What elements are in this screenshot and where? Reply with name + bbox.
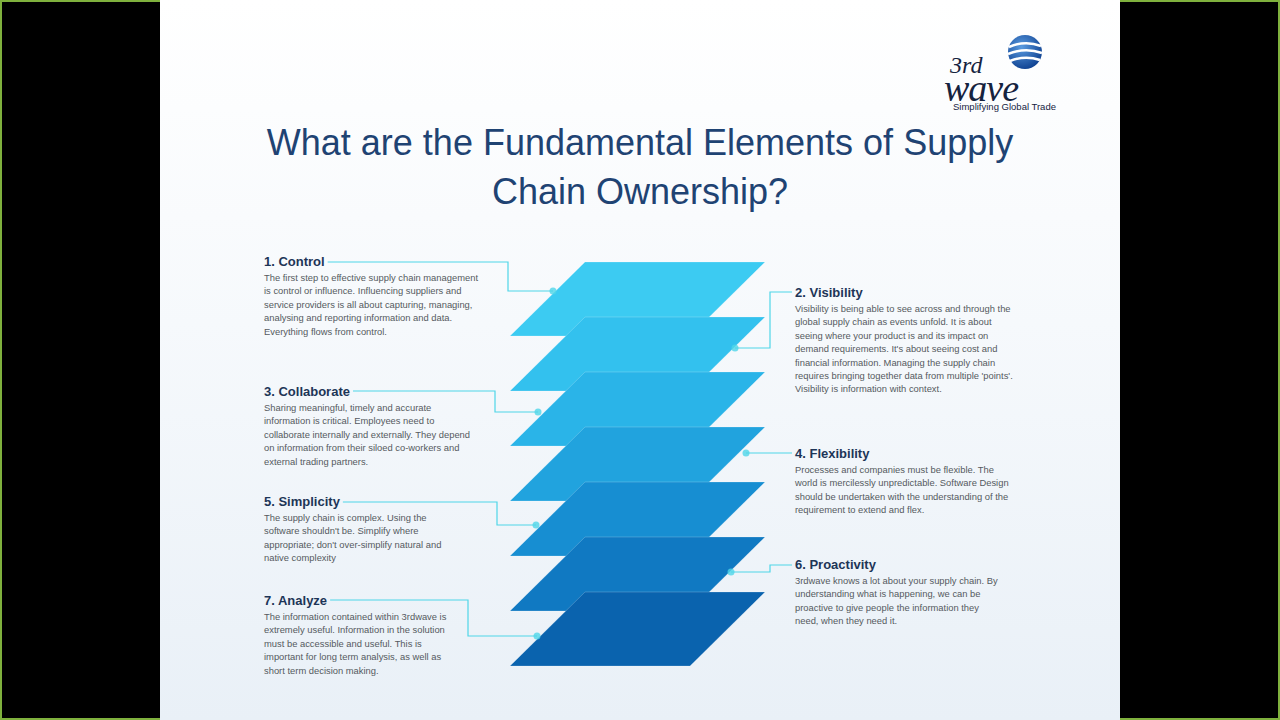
leader-dot: [728, 569, 735, 576]
logo-tagline: Simplifying Global Trade: [953, 101, 1056, 112]
element-description: The first step to effective supply chain…: [264, 271, 479, 338]
leader-dot: [550, 288, 557, 295]
element-heading: 6. Proactivity: [795, 557, 876, 572]
leader-dot: [743, 450, 750, 457]
stack-layer: [510, 592, 765, 666]
element-heading: 4. Flexibility: [795, 446, 869, 461]
slide-title: What are the Fundamental Elements of Sup…: [260, 118, 1020, 216]
element-description: Sharing meaningful, timely and accurate …: [264, 401, 479, 468]
leader-line: [731, 565, 792, 572]
leader-dot: [534, 633, 541, 640]
leader-line: [746, 452, 792, 453]
leader-dot: [535, 409, 542, 416]
leader-line: [735, 292, 792, 348]
element-description: 3rdwave knows a lot about your supply ch…: [795, 574, 1000, 628]
logo-globe: [1008, 35, 1042, 69]
element-description: Visibility is being able to see across a…: [795, 302, 1020, 396]
element-heading: 3. Collaborate: [264, 384, 350, 399]
element-description: The supply chain is complex. Using the s…: [264, 511, 454, 565]
element-heading: 1. Control: [264, 254, 325, 269]
element-heading: 2. Visibility: [795, 285, 863, 300]
element-heading: 5. Simplicity: [264, 494, 340, 509]
element-description: Processes and companies must be flexible…: [795, 463, 1010, 517]
leader-dot: [533, 522, 540, 529]
leader-dot: [732, 345, 739, 352]
element-description: The information contained within 3rdwave…: [264, 610, 454, 677]
element-heading: 7. Analyze: [264, 593, 327, 608]
